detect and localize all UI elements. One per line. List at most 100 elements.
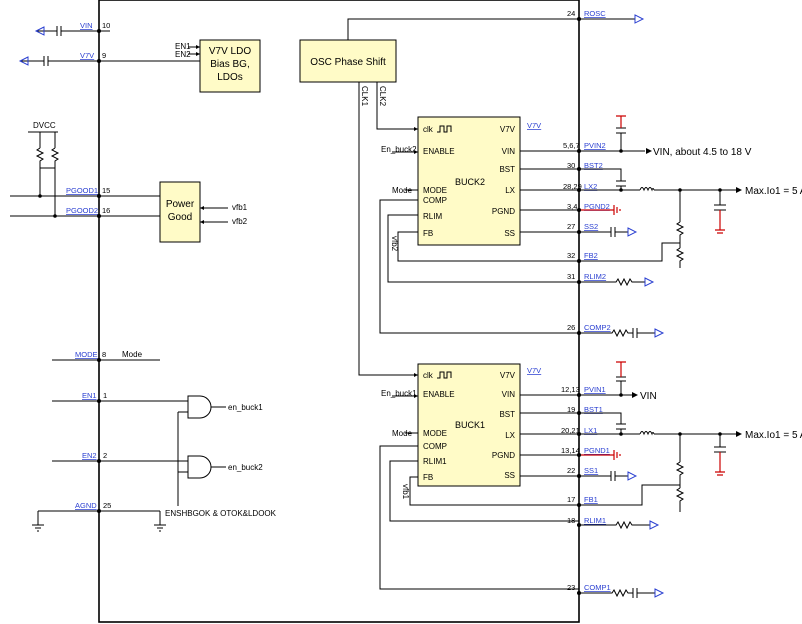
ldo-in-en1: EN1 [175, 42, 191, 51]
buck1-right-pins: 12,13 PVIN1 VIN 19 BST1 20,21 LX1 Max.Io… [561, 361, 802, 598]
buck1-comp-wire [379, 445, 579, 590]
pin-num-comp1: 23 [567, 583, 575, 592]
buck2-mode: MODE [423, 186, 447, 195]
buck2-en-label: En_buck2 [381, 145, 417, 154]
buck2-mode-label: Mode [392, 186, 413, 195]
net-pgood2: PGOOD2 [66, 206, 98, 215]
net-en2: EN2 [82, 451, 97, 460]
buck2-block: BUCK2 clk ENABLE MODE COMP RLIM FB V7V V… [379, 116, 579, 334]
ldo-in-en2: EN2 [175, 50, 191, 59]
buck1-mode-label: Mode [392, 429, 413, 438]
pin-num-lx1: 20,21 [561, 426, 580, 435]
net-rlim1: RLIM1 [584, 516, 606, 525]
ldo-label-1: V7V LDO [209, 46, 251, 57]
buck2-pgnd: PGND [492, 207, 515, 216]
pin-num-v7v: 9 [102, 51, 106, 60]
net-comp2: COMP2 [584, 323, 611, 332]
net-pgood1: PGOOD1 [66, 186, 98, 195]
pg-label-2: Good [168, 212, 192, 223]
pin-v7v: V7V 9 [18, 51, 200, 66]
ldo-label-3: LDOs [217, 72, 243, 83]
net-v7v: V7V [80, 51, 94, 60]
buck1-fb: FB [423, 473, 433, 482]
dvcc-label: DVCC [33, 121, 56, 130]
buck2-lx: LX [505, 186, 515, 195]
buck1-en-label: En_buck1 [381, 389, 417, 398]
pin-num-comp2: 26 [567, 323, 575, 332]
dvcc-pullups: DVCC [28, 121, 60, 196]
buck1-rlim-wire [389, 460, 579, 522]
pin-en2: EN2 2 [52, 451, 188, 462]
buck2-rlim-wire [387, 214, 579, 283]
buck1-v7v: V7V [500, 371, 516, 380]
buck1-mode: MODE [423, 429, 447, 438]
buck1-title: BUCK1 [455, 420, 485, 430]
pin-num-pgnd2: 3,4 [567, 202, 577, 211]
buck2-vin: VIN [502, 147, 516, 156]
pin-num-lx2: 28,29 [563, 182, 582, 191]
pin-num-rosc: 24 [567, 9, 575, 18]
right-pin-dots [577, 17, 722, 595]
net-comp1: COMP1 [584, 583, 611, 592]
buck2-v7v: V7V [500, 125, 516, 134]
buck2-fb-wire [397, 231, 579, 262]
and-gate-2: en_buck2 [187, 455, 263, 479]
net-vin: VIN [80, 21, 93, 30]
and-gate-1: en_buck1 [187, 395, 263, 419]
power-good-block: Power Good vfb1 vfb2 [159, 181, 248, 243]
ldo-label-2: Bias BG, [210, 59, 249, 70]
pin-num-fb2: 32 [567, 251, 575, 260]
net-fb1: FB1 [584, 495, 598, 504]
gate-out-1: en_buck1 [228, 403, 263, 412]
buck2-v7v-net: V7V [527, 121, 541, 130]
pin-num-pvin1: 12,13 [561, 385, 580, 394]
net-bst1: BST1 [584, 405, 603, 414]
buck1-ss: SS [504, 471, 515, 480]
pin-num-pgood2: 16 [102, 206, 110, 215]
vin-range-note: VIN, about 4.5 to 18 V [653, 147, 752, 158]
osc-block: OSC Phase Shift CLK1 CLK2 [299, 18, 579, 377]
pin-num-bst2: 30 [567, 161, 575, 170]
buck1-block: BUCK1 clk ENABLE MODE COMP RLIM1 FB V7V … [379, 363, 579, 590]
gate-common-wire [177, 411, 188, 506]
buck1-comp: COMP [423, 442, 447, 451]
buck2-enable: ENABLE [423, 147, 455, 156]
buck2-title: BUCK2 [455, 177, 485, 187]
osc-clk1-label: CLK1 [360, 86, 369, 107]
pin-vin: VIN 10 [34, 21, 110, 36]
net-en1: EN1 [82, 391, 97, 400]
buck2-ss: SS [504, 229, 515, 238]
buck1-clk: clk [423, 371, 434, 380]
net-ss1: SS1 [584, 466, 598, 475]
gate-common-label: ENSHBGOK & OTOK&LDOOK [165, 509, 277, 518]
pin-en1: EN1 1 [52, 391, 188, 402]
pg-in-vfb2: vfb2 [232, 217, 248, 226]
pg-label-1: Power [166, 199, 195, 210]
buck1-vfb-label: vfb1 [401, 484, 410, 500]
buck1-fb-wire [409, 476, 579, 506]
buck1-pgnd: PGND [492, 451, 515, 460]
buck2-comp-wire [379, 199, 579, 334]
buck1-bst: BST [499, 410, 515, 419]
left-pin-dots [38, 29, 101, 513]
buck2-vfb-label: vfb2 [390, 236, 399, 252]
ic-body-outline [98, 0, 580, 623]
buck1-enable: ENABLE [423, 390, 455, 399]
net-lx1: LX1 [584, 426, 597, 435]
osc-label: OSC Phase Shift [310, 57, 386, 68]
net-lx2: LX2 [584, 182, 597, 191]
net-rosc: ROSC [584, 9, 606, 18]
buck2-rlim: RLIM [423, 212, 442, 221]
net-bst2: BST2 [584, 161, 603, 170]
buck2-bst: BST [499, 165, 515, 174]
out1-note: Max.Io1 = 5 A [745, 430, 802, 441]
gate-out-2: en_buck2 [228, 463, 263, 472]
buck1-lx: LX [505, 431, 515, 440]
pin-num-en2: 2 [103, 451, 107, 460]
pin-num-rlim1: 18 [567, 516, 575, 525]
net-pgnd1: PGND1 [584, 446, 610, 455]
net-mode: MODE [75, 350, 98, 359]
pin-num-rlim2: 31 [567, 272, 575, 281]
buck1-clk-symbol [437, 371, 452, 379]
pin-num-en1: 1 [103, 391, 107, 400]
